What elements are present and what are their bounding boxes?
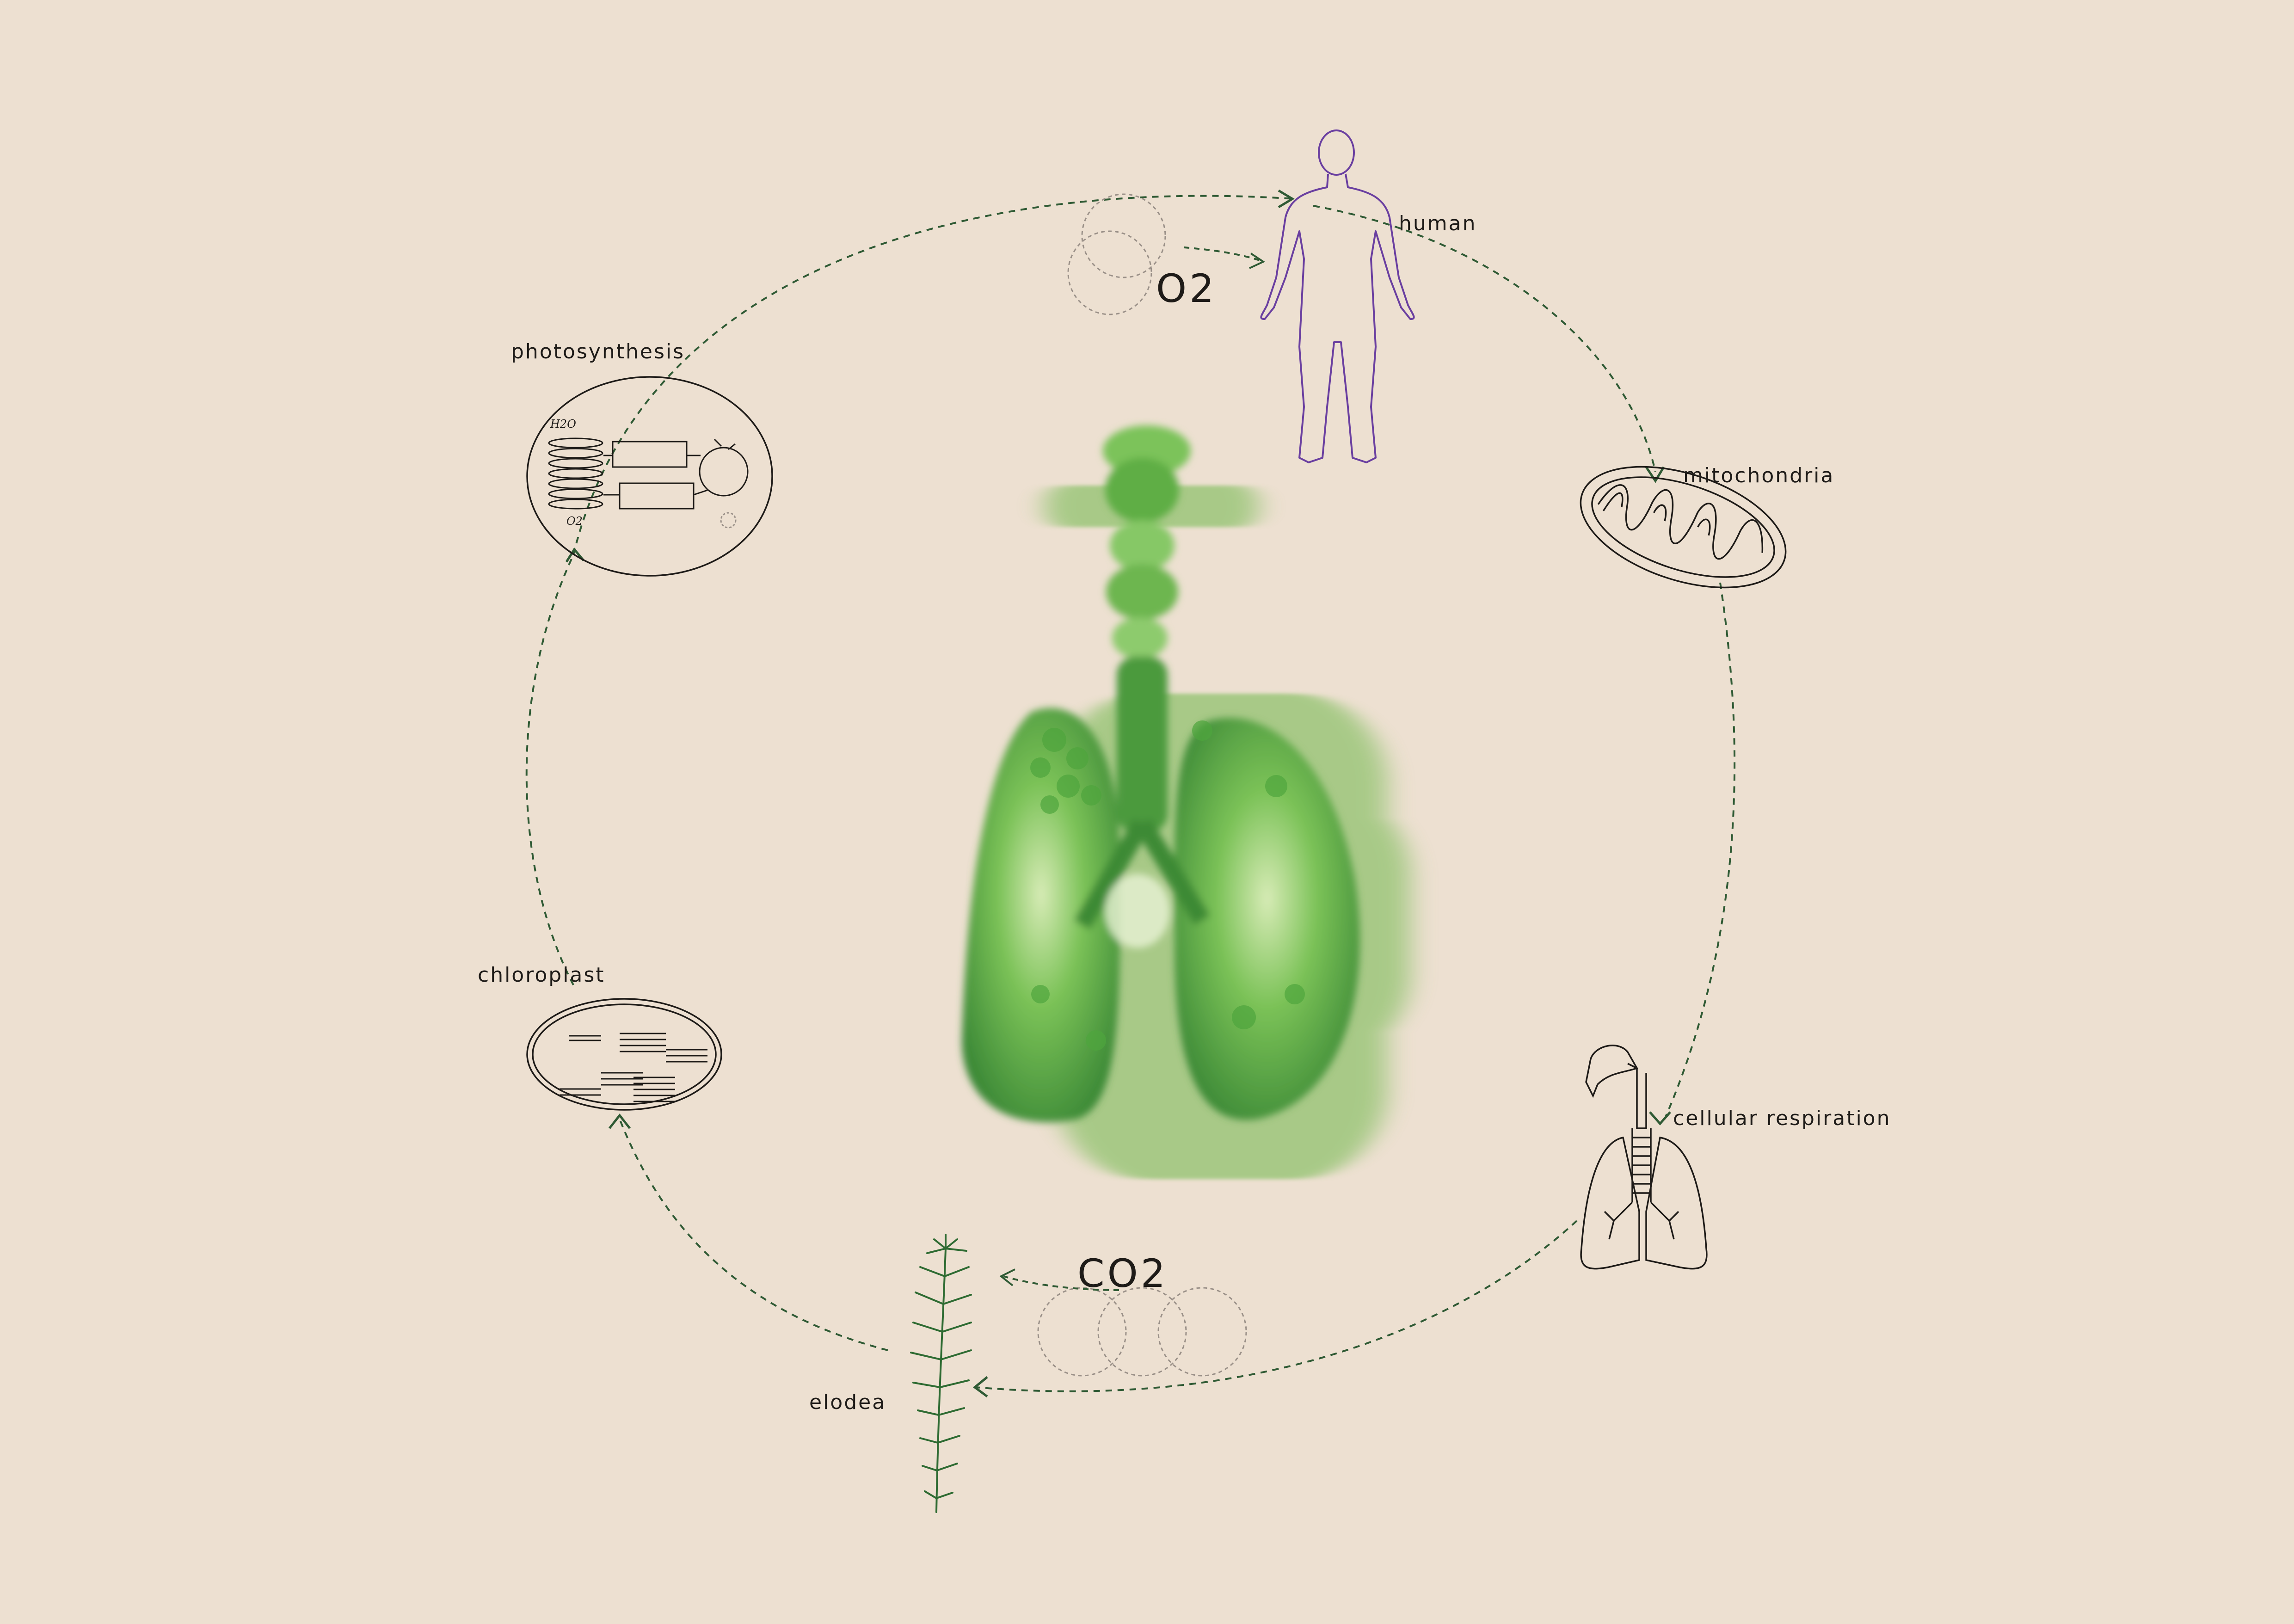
co2-arrowhead: [999, 1268, 1015, 1286]
cycle-arrows: [525, 195, 1736, 1392]
label-mitochondria: mitochondria: [1683, 464, 1835, 487]
label-cellular-respiration: cellular respiration: [1673, 1107, 1891, 1130]
photosynthesis-o2-label: O2: [566, 515, 583, 528]
elodea-plant-icon: [910, 1234, 972, 1513]
co2-molecule-icon: [1037, 1287, 1247, 1377]
o2-arrowhead: [1249, 252, 1266, 269]
label-chloroplast: chloroplast: [478, 963, 605, 987]
photosynthesis-icon: H2O O2: [526, 376, 773, 577]
cycle-arrowheads: [565, 189, 1671, 1398]
mitochondria-icon: [1580, 466, 1787, 589]
chloroplast-icon: [526, 998, 722, 1111]
lungs-outline-icon: [1580, 1045, 1708, 1270]
photosynthesis-h2o-label: H2O: [550, 418, 576, 431]
label-human: human: [1399, 212, 1477, 235]
o2-molecule-icon: [1067, 193, 1166, 315]
human-figure-icon: [1260, 129, 1415, 463]
gas-label-o2: O2: [1156, 266, 1217, 311]
co2-arrow: [1003, 1275, 1119, 1291]
o2-arrow: [1183, 246, 1263, 262]
label-elodea: elodea: [809, 1390, 886, 1414]
gas-label-co2: CO2: [1077, 1251, 1169, 1296]
label-photosynthesis: photosynthesis: [511, 340, 685, 363]
central-lungs-image: [962, 425, 1410, 1179]
